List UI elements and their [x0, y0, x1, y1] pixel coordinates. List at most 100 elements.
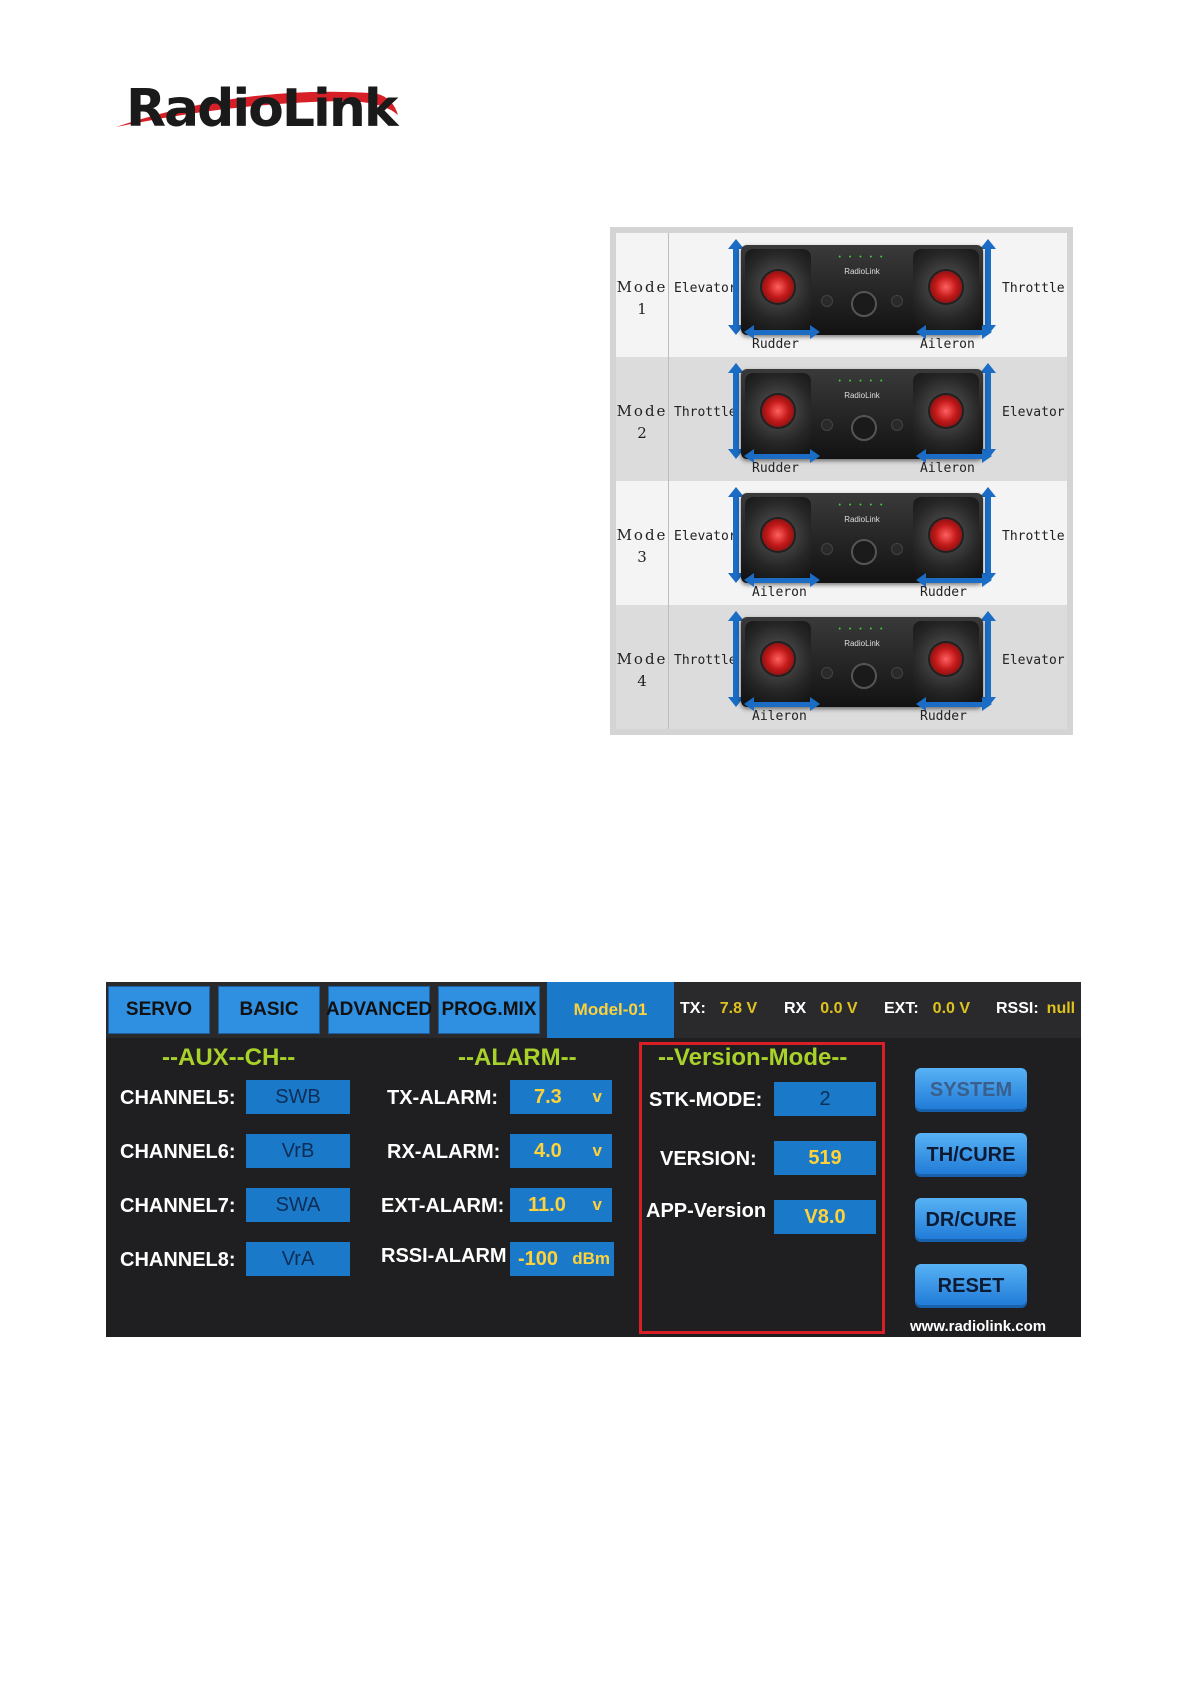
left-vertical-label: Elevator [674, 281, 737, 296]
reset-button[interactable]: RESET [915, 1264, 1027, 1308]
tx-voltage: TX:7.8 V [680, 1000, 757, 1018]
model-name[interactable]: Model-01 [547, 982, 674, 1038]
left-right-arrow-icon [916, 449, 992, 463]
right-stick [913, 621, 979, 703]
mode-word: Mode [616, 402, 668, 420]
rssi-alarm-value: -100 [518, 1247, 559, 1270]
rssi-alarm-label: RSSI-ALARM [381, 1245, 507, 1267]
tab-servo[interactable]: SERVO [108, 986, 210, 1034]
channel8-field[interactable]: VrA [246, 1242, 350, 1276]
up-down-arrow-icon [728, 611, 744, 707]
logo-swoosh-icon [116, 91, 398, 127]
app-version-field: V8.0 [774, 1200, 876, 1234]
left-stick [745, 249, 811, 331]
left-right-arrow-icon [744, 573, 820, 587]
channel7-field[interactable]: SWA [246, 1188, 350, 1222]
ext-alarm-field[interactable]: 11.0 v [510, 1188, 612, 1222]
rssi-alarm-field[interactable]: -100 dBm [510, 1242, 614, 1276]
system-button[interactable]: SYSTEM [915, 1068, 1027, 1112]
left-vertical-label: Throttle [674, 653, 737, 668]
button-dot-icon [891, 295, 903, 307]
mode-word: Mode [616, 650, 668, 668]
left-horizontal-label: Rudder [752, 337, 799, 352]
left-horizontal-label: Rudder [752, 461, 799, 476]
channel8-label: CHANNEL8: [120, 1249, 236, 1271]
stk-mode-label: STK-MODE: [649, 1089, 763, 1111]
button-dot-icon [821, 543, 833, 555]
left-right-arrow-icon [744, 449, 820, 463]
mode-label: Mode 3 [616, 481, 669, 605]
power-button-icon [851, 415, 877, 441]
transmitter-brand: RadioLink [844, 267, 880, 276]
power-button-icon [851, 291, 877, 317]
ext-alarm-unit: v [592, 1195, 602, 1214]
ext-alarm-label: EXT-ALARM: [381, 1195, 505, 1217]
right-horizontal-label: Rudder [920, 585, 967, 600]
left-horizontal-label: Aileron [752, 709, 807, 724]
stick-knob-icon [762, 271, 794, 303]
left-stick [745, 497, 811, 579]
left-right-arrow-icon [916, 697, 992, 711]
mode-number: 2 [637, 424, 647, 442]
rssi-status: RSSI: null [996, 1000, 1075, 1018]
transmitter-brand: RadioLink [844, 515, 880, 524]
tab-prog-mix[interactable]: PROG.MIX [438, 986, 540, 1034]
mode-number: 3 [637, 548, 647, 566]
stk-mode-field[interactable]: 2 [774, 1082, 876, 1116]
right-horizontal-label: Rudder [920, 709, 967, 724]
rx-label: RX [784, 1000, 807, 1017]
left-vertical-label: Elevator [674, 529, 737, 544]
tx-alarm-unit: v [592, 1087, 602, 1106]
right-horizontal-label: Aileron [920, 461, 975, 476]
right-vertical-label: Elevator [1002, 405, 1065, 420]
rssi-value: null [1046, 1000, 1076, 1017]
ext-alarm-value: 11.0 [528, 1193, 566, 1216]
tab-basic[interactable]: BASIC [218, 986, 320, 1034]
dr-cure-button[interactable]: DR/CURE [915, 1198, 1027, 1242]
alarm-title: --ALARM-- [458, 1044, 577, 1071]
tab-advanced[interactable]: ADVANCED [326, 986, 432, 1034]
version-mode-title: --Version-Mode-- [658, 1044, 848, 1071]
rssi-label: RSSI: [996, 1000, 1039, 1017]
led-indicators: • • • • • [838, 254, 886, 261]
radiolink-logo: RadioLink [112, 75, 402, 145]
left-horizontal-label: Aileron [752, 585, 807, 600]
tx-value: 7.8 V [719, 1000, 758, 1017]
app-version-label: APP-Version [646, 1200, 767, 1222]
mode-word: Mode [616, 526, 668, 544]
rx-alarm-label: RX-ALARM: [387, 1141, 501, 1163]
tx-alarm-field[interactable]: 7.3 v [510, 1080, 612, 1114]
right-horizontal-label: Aileron [920, 337, 975, 352]
version-label: VERSION: [660, 1148, 757, 1170]
left-right-arrow-icon [744, 325, 820, 339]
left-right-arrow-icon [916, 325, 992, 339]
version-field: 519 [774, 1141, 876, 1175]
channel7-label: CHANNEL7: [120, 1195, 236, 1217]
ext-value: 0.0 V [932, 1000, 971, 1017]
channel5-field[interactable]: SWB [246, 1080, 350, 1114]
up-down-arrow-icon [728, 363, 744, 459]
up-down-arrow-icon [980, 239, 996, 335]
mode-label: Mode 2 [616, 357, 669, 481]
aux-ch-title: --AUX--CH-- [162, 1044, 296, 1071]
button-dot-icon [891, 667, 903, 679]
version-mode-highlight-box [639, 1042, 885, 1334]
right-stick [913, 249, 979, 331]
transmitter-image: • • • • •RadioLink [741, 493, 983, 583]
power-button-icon [851, 663, 877, 689]
channel6-field[interactable]: VrB [246, 1134, 350, 1168]
channel5-label: CHANNEL5: [120, 1087, 236, 1109]
top-bar: SERVO BASIC ADVANCED PROG.MIX Model-01 T… [106, 982, 1081, 1038]
right-stick [913, 497, 979, 579]
th-cure-button[interactable]: TH/CURE [915, 1133, 1027, 1177]
stick-knob-icon [762, 519, 794, 551]
up-down-arrow-icon [980, 611, 996, 707]
tx-alarm-value: 7.3 [534, 1085, 562, 1108]
button-dot-icon [821, 419, 833, 431]
website-link[interactable]: www.radiolink.com [910, 1318, 1047, 1335]
rssi-alarm-unit: dBm [572, 1249, 610, 1268]
